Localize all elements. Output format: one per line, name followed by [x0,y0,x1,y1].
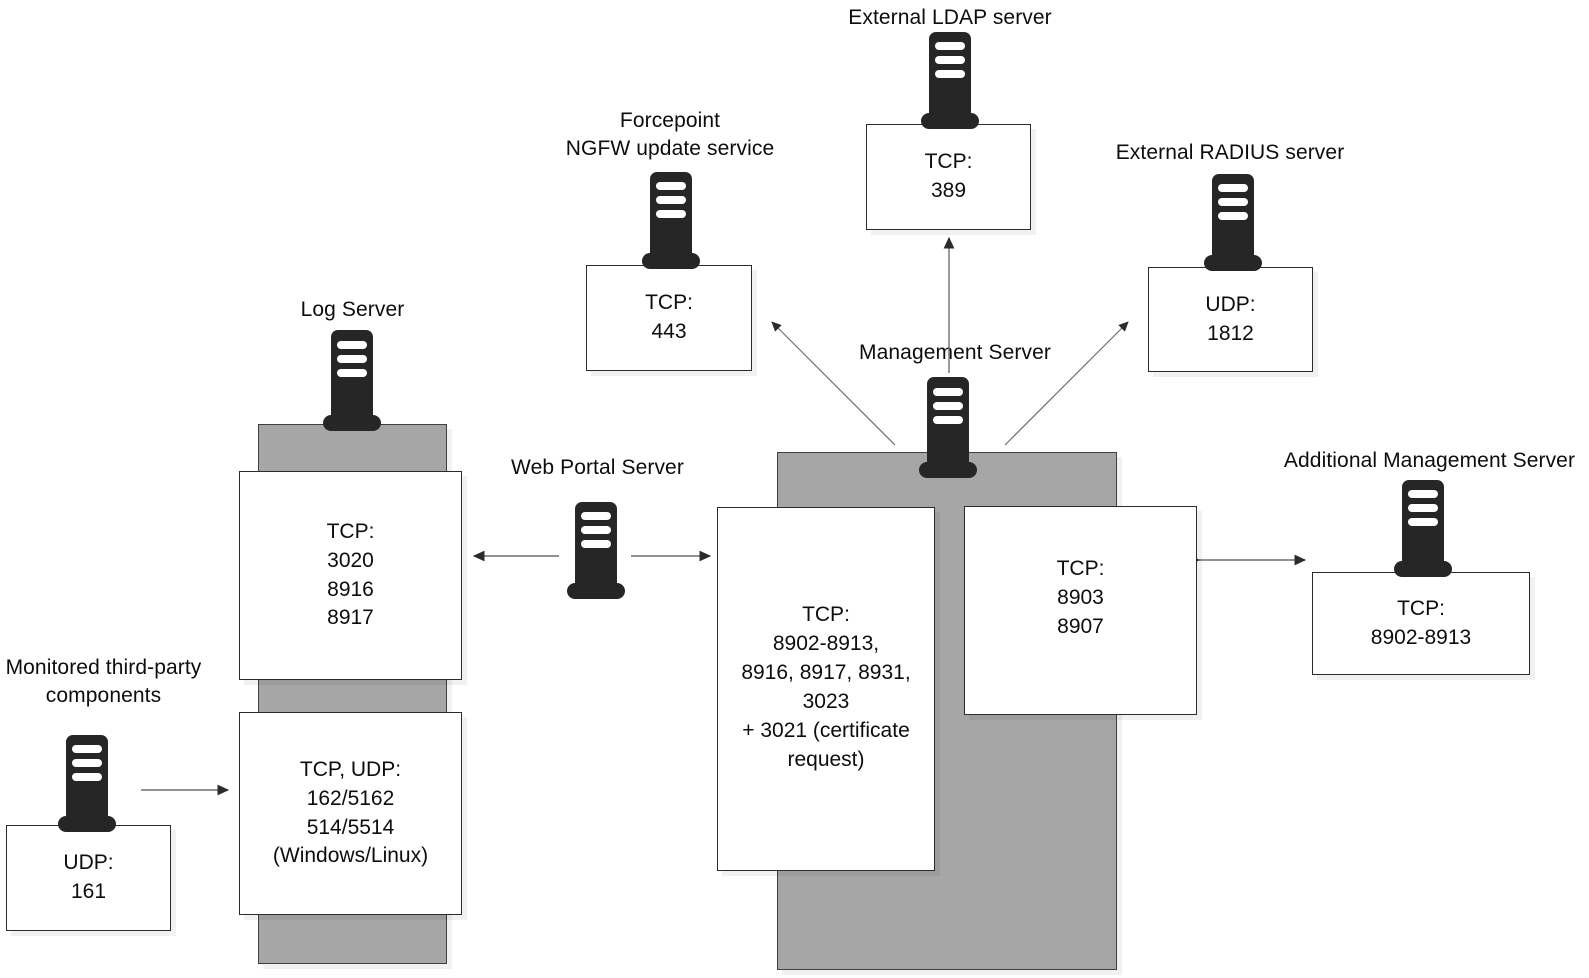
external-radius-server-icon [1188,172,1278,282]
connection-mgmt-to-update-service [760,310,900,450]
log-server-icon [307,328,397,442]
connection-mgmt-to-ldap [930,228,970,373]
management-server-secondary-ports-box: TCP: 8903 8907 [964,506,1197,715]
forcepoint-ngfw-update-service-ports-box: TCP: 443 [586,265,752,371]
external-ldap-server-label: External LDAP server [848,6,1052,29]
management-server-label: Management Server [859,341,1051,364]
connection-mgmt-to-additional-mgmt [1188,552,1316,568]
external-ldap-server-icon [905,30,995,140]
web-portal-server-icon [551,500,641,610]
log-server-thirdparty-ports-box: TCP, UDP: 162/5162 514/5514 (Windows/Lin… [239,712,462,915]
additional-management-server-icon [1378,478,1468,588]
monitored-third-party-components-label: Monitored third-party components [5,656,202,707]
management-server-ports-box: TCP: 8902-8913, 8916, 8917, 8931, 3023 +… [717,507,935,871]
forcepoint-ngfw-update-service-label: Forcepoint NGFW update service [565,109,775,160]
log-server-label: Log Server [300,298,405,321]
connection-thirdparty-to-logserver [140,782,240,798]
external-ldap-server-ports-box: TCP: 389 [866,124,1031,230]
additional-management-server-ports-box: TCP: 8902-8913 [1312,572,1530,675]
connection-webportal-to-logserver [462,548,560,564]
connection-mgmt-to-radius [1000,310,1140,450]
connection-webportal-to-mgmt [630,548,722,564]
web-portal-server-label: Web Portal Server [511,456,684,479]
external-radius-server-ports-box: UDP: 1812 [1148,267,1313,372]
external-radius-server-label: External RADIUS server [1115,141,1345,164]
monitored-third-party-components-ports-box: UDP: 161 [6,825,171,931]
additional-management-server-label: Additional Management Server [1283,449,1576,472]
log-server-ports-box: TCP: 3020 8916 8917 [239,471,462,680]
management-server-icon [903,375,993,489]
forcepoint-ngfw-update-service-icon [626,170,716,280]
monitored-third-party-components-icon [42,733,132,843]
